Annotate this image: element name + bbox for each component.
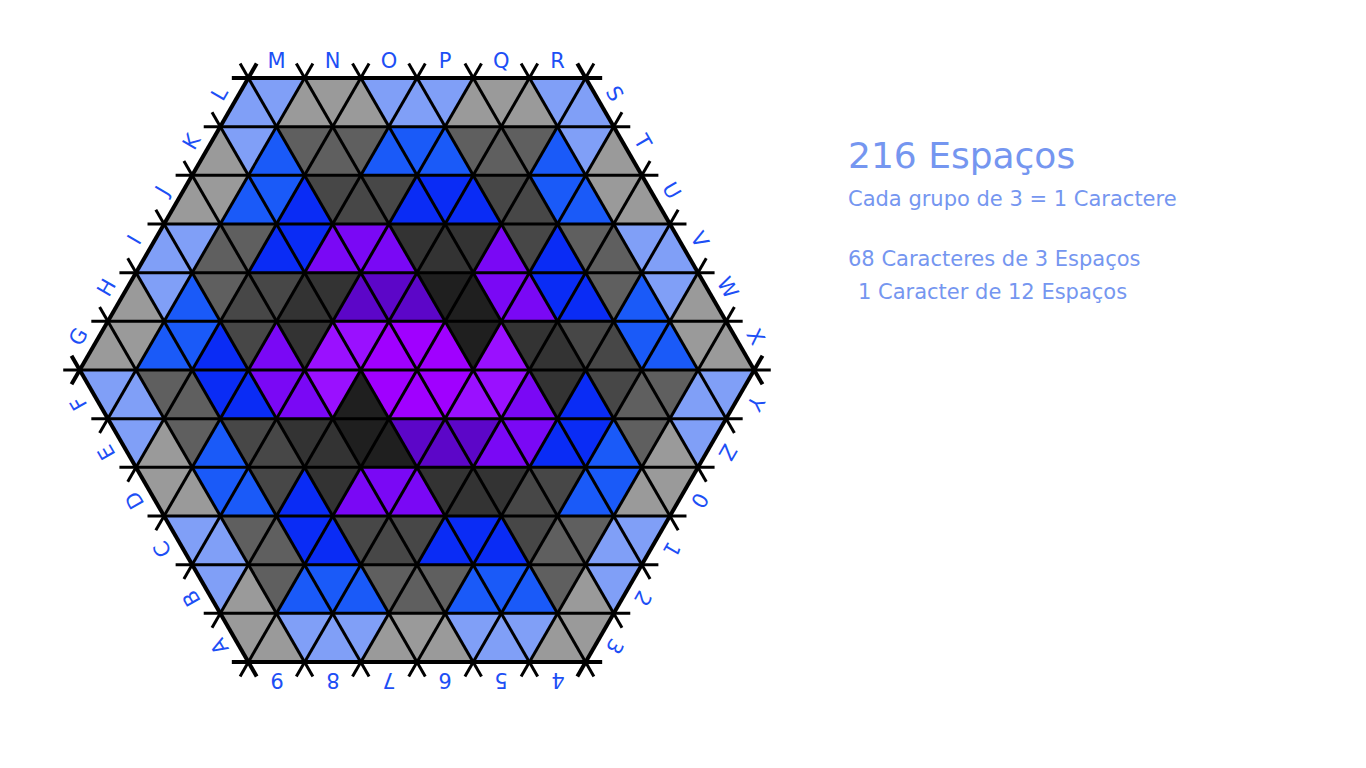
grid-line bbox=[91, 320, 742, 323]
edge-letter: I bbox=[125, 232, 146, 248]
edge-letter: D bbox=[122, 488, 148, 513]
edge-letter: G bbox=[66, 325, 92, 350]
title: 216 Espaços bbox=[848, 136, 1075, 176]
grid-line bbox=[409, 210, 678, 677]
edge-letter: 7 bbox=[382, 669, 395, 690]
edge-letter: L bbox=[208, 83, 232, 104]
edge-letter: F bbox=[67, 392, 91, 413]
edge-letter: 9 bbox=[270, 669, 283, 690]
grid-line bbox=[148, 222, 687, 225]
edge-letter: E bbox=[95, 440, 120, 462]
edge-letter: W bbox=[712, 274, 741, 302]
edge-letter: J bbox=[153, 183, 174, 199]
edge-letter: 2 bbox=[630, 586, 655, 608]
triangle-cell bbox=[642, 467, 698, 516]
grid-line bbox=[465, 258, 706, 676]
grid-line bbox=[521, 64, 734, 433]
note-text: 1 Caracter de 12 Espaços bbox=[858, 281, 1127, 304]
edge-letter: X bbox=[742, 326, 767, 349]
triangle-cell bbox=[698, 370, 754, 419]
grid-line bbox=[409, 64, 678, 531]
triangle-cell bbox=[586, 127, 642, 176]
edge-letter: 0 bbox=[686, 489, 711, 511]
edge-letter: S bbox=[602, 83, 627, 105]
grid-line bbox=[240, 64, 594, 677]
edge-letter: 6 bbox=[438, 669, 451, 690]
grid-line bbox=[100, 307, 313, 676]
grid-line bbox=[204, 125, 631, 128]
grid-line bbox=[184, 64, 482, 579]
edge-letter: 5 bbox=[495, 669, 508, 690]
edge-letter: B bbox=[179, 586, 204, 609]
grid-line bbox=[72, 64, 257, 385]
grid-line bbox=[240, 64, 594, 677]
edge-letter: N bbox=[325, 50, 341, 71]
note-text: Cada grupo de 3 = 1 Caractere bbox=[848, 188, 1177, 211]
edge-letter: R bbox=[550, 50, 565, 71]
edge-letter: 3 bbox=[602, 635, 627, 657]
edge-letter: A bbox=[207, 635, 232, 658]
grid-line bbox=[353, 161, 651, 676]
grid-line bbox=[91, 417, 742, 420]
triangle-cell bbox=[670, 419, 726, 468]
triangle-cell bbox=[642, 224, 698, 273]
edge-letter: U bbox=[658, 179, 684, 203]
edge-letter: K bbox=[179, 131, 204, 153]
edge-letter: 1 bbox=[658, 538, 683, 560]
grid-line bbox=[577, 356, 762, 677]
edge-letter: 4 bbox=[551, 669, 564, 690]
edge-letter: O bbox=[381, 50, 398, 71]
triangle-cell bbox=[698, 321, 754, 370]
grid-line bbox=[156, 210, 425, 677]
edge-letter: H bbox=[94, 276, 120, 300]
triangle-cell bbox=[614, 175, 670, 224]
edge-letter: 8 bbox=[326, 669, 339, 690]
edge-letter: Q bbox=[493, 50, 510, 71]
edge-letter: P bbox=[439, 50, 452, 71]
edge-letter: C bbox=[151, 537, 177, 560]
grid-line bbox=[100, 64, 313, 433]
edge-letter: Y bbox=[743, 392, 768, 414]
edge-letter: M bbox=[267, 50, 285, 71]
grid-line bbox=[156, 64, 425, 531]
note-text: 68 Caracteres de 3 Espaços bbox=[848, 248, 1141, 271]
triangle-cell bbox=[558, 78, 614, 127]
triangle-cell bbox=[614, 516, 670, 565]
edge-letter: V bbox=[686, 228, 711, 251]
grid-line bbox=[148, 515, 687, 518]
grid-lines bbox=[63, 64, 771, 677]
edge-letter: Z bbox=[714, 440, 739, 463]
triangle-cell bbox=[586, 565, 642, 614]
grid-line bbox=[521, 307, 734, 676]
edge-letter: T bbox=[630, 132, 655, 154]
grid-line bbox=[204, 612, 631, 615]
